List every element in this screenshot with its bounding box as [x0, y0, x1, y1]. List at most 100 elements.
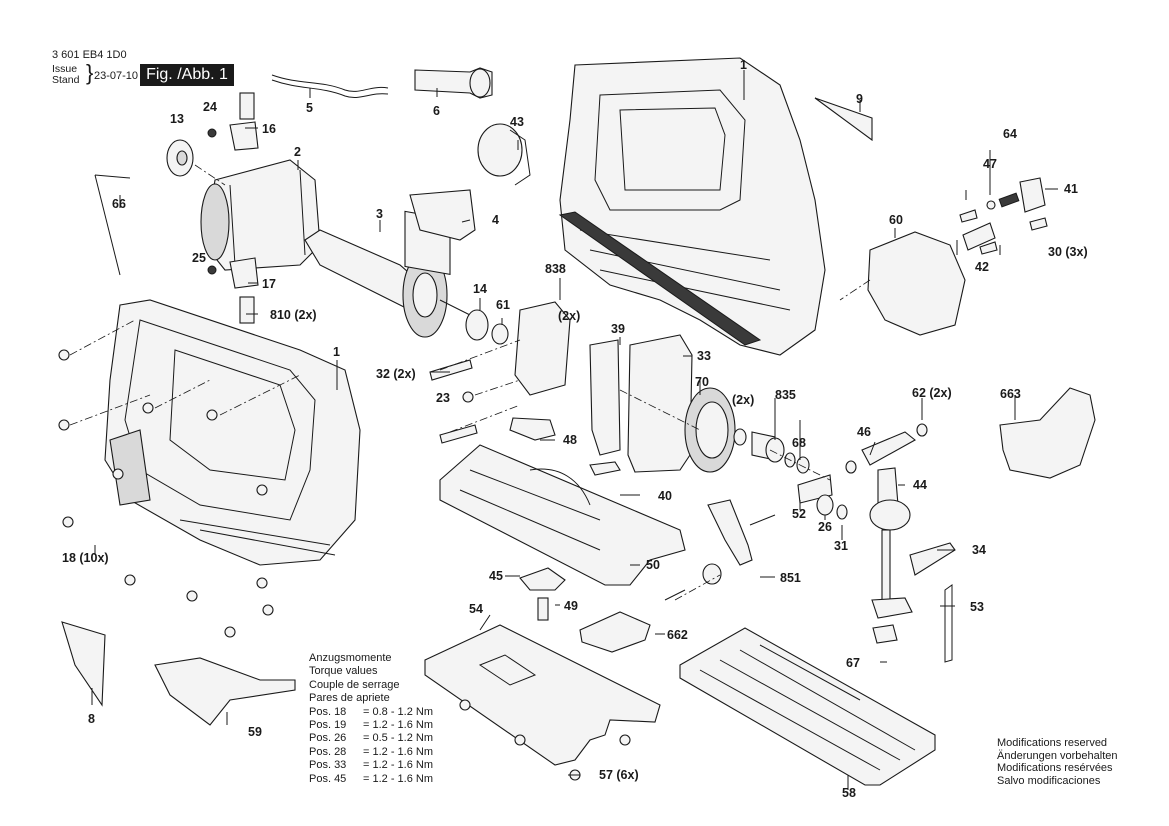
part-label[interactable]: 53 — [970, 600, 984, 614]
washer-61[interactable] — [491, 323, 509, 345]
armature[interactable] — [304, 229, 471, 338]
screw-32[interactable] — [429, 359, 473, 381]
screws-18[interactable] — [58, 349, 274, 638]
part-label[interactable]: 31 — [834, 539, 848, 553]
screw-23[interactable] — [462, 391, 474, 403]
ball-47[interactable] — [986, 200, 996, 210]
part-label[interactable]: 9 — [856, 92, 863, 106]
pad-40[interactable] — [589, 461, 621, 476]
part-label[interactable]: 1 — [333, 345, 340, 359]
housing-right-half[interactable] — [558, 57, 826, 356]
speed-knob[interactable] — [477, 123, 531, 186]
gear-70[interactable] — [684, 387, 736, 473]
auxiliary-handle[interactable] — [414, 67, 493, 99]
cable[interactable] — [271, 74, 389, 99]
spring-64[interactable] — [998, 192, 1020, 208]
part-label[interactable]: 838 — [545, 262, 566, 276]
switch[interactable] — [404, 189, 476, 275]
part-label[interactable]: 59 — [248, 725, 262, 739]
brush-holder-bottom[interactable] — [207, 257, 259, 324]
part-label[interactable]: 6 — [433, 104, 440, 118]
part-label[interactable]: 50 — [646, 558, 660, 572]
part-label[interactable]: 42 — [975, 260, 989, 274]
part-label[interactable]: 1 — [740, 58, 747, 72]
shoe-59[interactable] — [154, 657, 296, 726]
part-label[interactable]: 851 — [780, 571, 801, 585]
part-label[interactable]: 23 — [436, 391, 450, 405]
part-label[interactable]: 2 — [294, 145, 301, 159]
pin-53[interactable] — [944, 584, 953, 663]
blade-guard-60[interactable] — [867, 231, 966, 336]
base-cover-54[interactable] — [424, 624, 661, 766]
part-label[interactable]: 26 — [818, 520, 832, 534]
part-label[interactable]: 43 — [510, 115, 524, 129]
clip-34[interactable] — [909, 542, 956, 576]
part-label[interactable]: 70 — [695, 375, 709, 389]
part-label[interactable]: 47 — [983, 157, 997, 171]
part-label[interactable]: 663 — [1000, 387, 1021, 401]
part-label[interactable]: 3 — [376, 207, 383, 221]
part-label[interactable]: 18 (10x) — [62, 551, 109, 565]
gear-plate-33[interactable] — [627, 334, 693, 473]
part-label[interactable]: 61 — [496, 298, 510, 312]
stator[interactable] — [200, 159, 321, 271]
ring-62b[interactable] — [845, 460, 857, 474]
part-label[interactable]: 54 — [469, 602, 483, 616]
part-label[interactable]: 67 — [846, 656, 860, 670]
hex-key[interactable] — [94, 174, 131, 276]
ring-62[interactable] — [916, 423, 928, 437]
part-label[interactable]: 24 — [203, 100, 217, 114]
slider-46[interactable] — [861, 431, 916, 466]
part-label[interactable]: 662 — [667, 628, 688, 642]
bearing-13[interactable] — [166, 139, 194, 177]
part-label[interactable]: 25 — [192, 251, 206, 265]
plate-39[interactable] — [589, 339, 621, 456]
part-label[interactable]: 57 (6x) — [599, 768, 639, 782]
clamp-45[interactable] — [519, 567, 566, 591]
pad-48[interactable] — [509, 417, 556, 441]
bearing-14[interactable] — [465, 309, 489, 341]
part-label[interactable]: 17 — [262, 277, 276, 291]
part-label[interactable]: 46 — [857, 425, 871, 439]
part-label[interactable]: 64 — [1003, 127, 1017, 141]
part-label[interactable]: 810 (2x) — [270, 308, 317, 322]
washer-26[interactable] — [816, 494, 834, 516]
brush-holder-top[interactable] — [207, 92, 259, 151]
part-label[interactable]: 30 (3x) — [1048, 245, 1088, 259]
base-plate[interactable] — [439, 444, 686, 586]
part-label[interactable]: 33 — [697, 349, 711, 363]
circle-guide-44[interactable] — [869, 467, 913, 619]
part-label[interactable]: 45 — [489, 569, 503, 583]
screw-lower[interactable] — [439, 424, 478, 444]
part-label[interactable]: 16 — [262, 122, 276, 136]
part-label[interactable]: 66 — [112, 197, 126, 211]
part-label[interactable]: 52 — [792, 507, 806, 521]
screw-57[interactable] — [459, 699, 631, 781]
part-label[interactable]: 34 — [972, 543, 986, 557]
screw-49[interactable] — [537, 597, 549, 621]
part-label[interactable]: 14 — [473, 282, 487, 296]
part-label[interactable]: 60 — [889, 213, 903, 227]
part-label[interactable]: 5 — [306, 101, 313, 115]
part-label[interactable]: 49 — [564, 599, 578, 613]
insert-662[interactable] — [579, 611, 651, 653]
part-label[interactable]: 8 — [88, 712, 95, 726]
parallel-guide-58[interactable] — [679, 627, 936, 786]
part-label[interactable]: 32 (2x) — [376, 367, 416, 381]
guide-plate-838[interactable] — [514, 301, 571, 396]
clamp-lever-41[interactable] — [1019, 177, 1046, 213]
part-label[interactable]: 58 — [842, 786, 856, 800]
part-label[interactable]: 68 — [792, 436, 806, 450]
part-label[interactable]: 62 (2x) — [912, 386, 952, 400]
part-label[interactable]: 48 — [563, 433, 577, 447]
pin-42[interactable] — [962, 222, 996, 251]
part-label[interactable]: 44 — [913, 478, 927, 492]
part-label[interactable]: 41 — [1064, 182, 1078, 196]
housing-left-half[interactable] — [104, 299, 361, 566]
part-label[interactable]: 835 — [775, 388, 796, 402]
pendulum-lever-851[interactable] — [707, 499, 753, 566]
screw-30[interactable] — [959, 209, 1048, 255]
dust-cover-663[interactable] — [999, 387, 1096, 479]
part-label[interactable]: 4 — [492, 213, 499, 227]
roller-851[interactable] — [702, 563, 722, 585]
